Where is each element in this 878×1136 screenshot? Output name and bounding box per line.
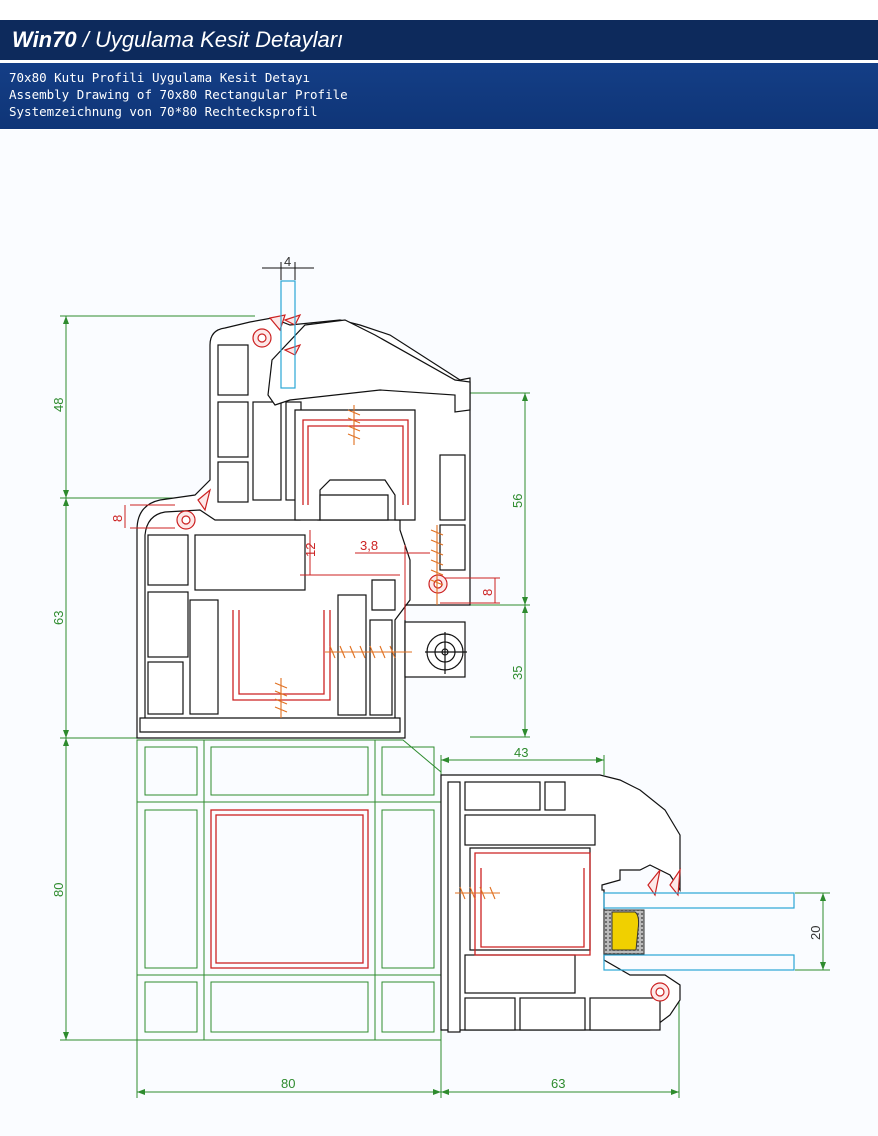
subtitle-line-en: Assembly Drawing of 70x80 Rectangular Pr… (9, 87, 348, 102)
dim-sash-width: 43 (514, 745, 528, 760)
dim-bottom-left: 80 (281, 1076, 295, 1091)
subtitle-line-tr: 70x80 Kutu Profili Uygulama Kesit Detayı (9, 70, 311, 85)
subtitle-bar: 70x80 Kutu Profili Uygulama Kesit Detayı… (0, 63, 878, 129)
dim-left-upper: 48 (51, 398, 66, 412)
subtitle-line-de: Systemzeichnung von 70*80 Rechtecksprofi… (9, 104, 318, 119)
inner-dimension-lines (124, 504, 500, 620)
section-drawing: 4 48 63 80 56 35 8 8 12 3,8 43 20 80 63 (51, 254, 830, 1098)
dim-right-upper: 56 (510, 494, 525, 508)
dim-inner-gap: 3,8 (360, 538, 378, 553)
dim-right-lower: 35 (510, 666, 525, 680)
title-text: Uygulama Kesit Detayları (94, 27, 344, 52)
dim-glass: 20 (808, 926, 823, 940)
screws (274, 405, 500, 900)
hinge-pin (404, 621, 467, 678)
dim-bottom-right: 63 (551, 1076, 565, 1091)
dim-small-left: 8 (110, 515, 125, 522)
gaskets (176, 313, 681, 1002)
page-title: Win70 / Uygulama Kesit Detayları (12, 25, 343, 55)
drawing-canvas: 4 48 63 80 56 35 8 8 12 3,8 43 20 80 63 (0, 130, 878, 1136)
frame-profile (136, 317, 471, 739)
brand-name: Win70 (12, 27, 77, 52)
title-separator: / (76, 27, 95, 52)
dim-top-gap: 4 (284, 254, 291, 269)
dim-left-middle: 63 (51, 611, 66, 625)
top-gap-dimension (262, 262, 314, 280)
dimension-arrows (63, 316, 826, 1095)
header-bar: Win70 / Uygulama Kesit Detayları (0, 20, 878, 60)
dim-inner-height: 12 (303, 543, 318, 557)
glazing (280, 280, 795, 971)
dim-small-right: 8 (480, 589, 495, 596)
dim-left-lower: 80 (51, 883, 66, 897)
sash-profile (440, 774, 681, 1033)
glass-spacer (603, 909, 645, 955)
